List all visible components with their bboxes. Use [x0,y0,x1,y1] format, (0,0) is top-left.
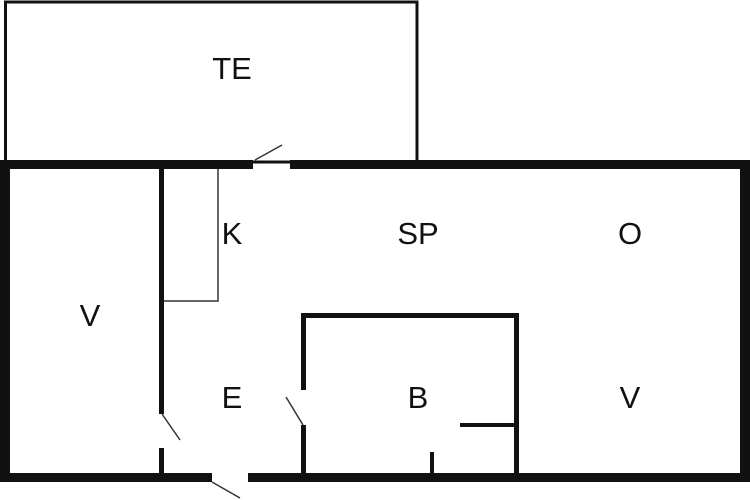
door-top[interactable] [254,144,283,161]
interior-walls [159,169,519,475]
door-left[interactable] [161,413,181,441]
room-label-entrance: E [222,380,243,415]
door-bathroom[interactable] [285,396,304,426]
room-label-living: SP [397,216,438,251]
kitchen-partition [164,169,219,302]
room-label-left-room: V [80,298,101,333]
room-label-terrace: TE [212,51,252,86]
door-bottom[interactable] [211,481,241,499]
room-label-bathroom: B [408,380,429,415]
room-label-right-room: V [620,380,641,415]
room-label-other: O [618,216,642,251]
outer-walls [0,160,750,482]
room-label-kitchen: K [222,216,243,251]
